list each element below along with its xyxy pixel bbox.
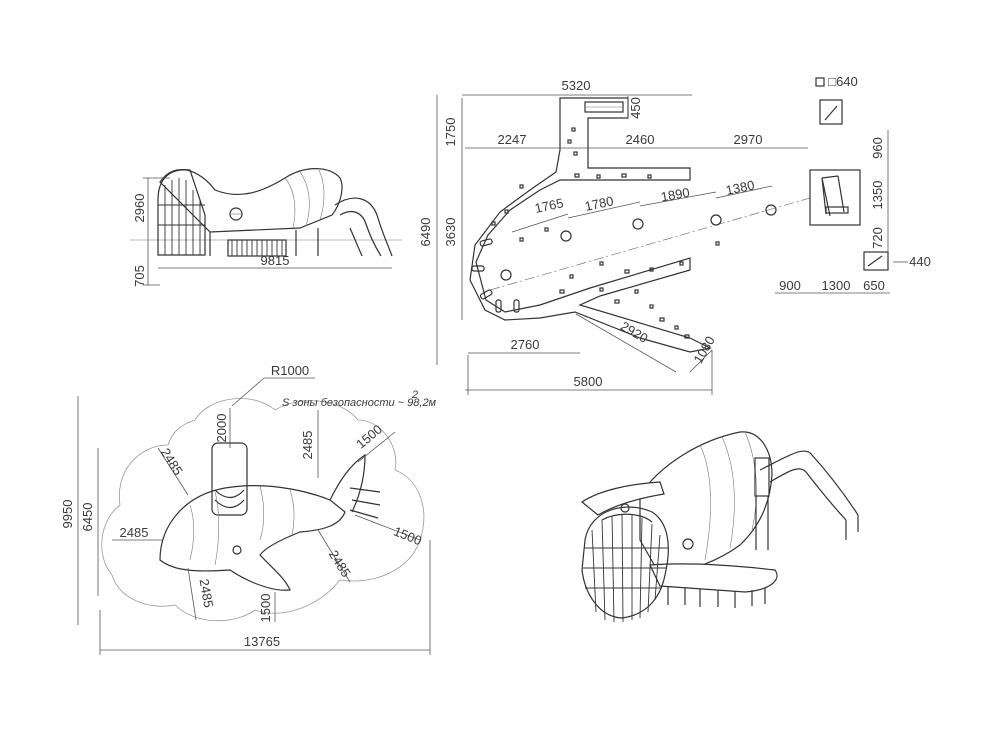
safety-inner-height-label: 6450 — [80, 503, 95, 532]
side-view: 2960 705 9815 — [130, 167, 402, 287]
plan-view: 5320 450 1750 6490 3630 2247 2460 2970 1… — [418, 78, 811, 395]
side-height-label: 2960 — [132, 194, 147, 223]
safety-d2485-left-upper-label: 2485 — [158, 445, 186, 477]
safety-d2485-bottom-label: 2485 — [197, 578, 217, 609]
detail-h1350-label: 1350 — [870, 181, 885, 210]
safety-d1500-bottom-label: 1500 — [258, 594, 273, 623]
plan-top-width-label: 5320 — [562, 78, 591, 93]
safety-d2485-right-lower-label: 2485 — [326, 547, 354, 579]
detail-h720-label: 720 — [870, 227, 885, 249]
plan-left-height-label: 1750 — [443, 118, 458, 147]
side-base-label: 705 — [132, 265, 147, 287]
plan-seg-2460-label: 2460 — [626, 132, 655, 147]
plan-seg-1080-label: 1080 — [690, 333, 717, 366]
plan-seg-1380-label: 1380 — [724, 177, 755, 198]
safety-total-width-label: 13765 — [244, 634, 280, 649]
safety-zone-view: R1000 S зоны безопасности ~ 98,2м 2 2000… — [60, 363, 437, 655]
safety-area-note: S зоны безопасности ~ 98,2м — [282, 397, 437, 409]
safety-d1500-top-label: 1500 — [353, 422, 385, 452]
safety-d2485-top-label: 2485 — [300, 431, 315, 460]
detail-w900-label: 900 — [779, 278, 801, 293]
side-length-label: 9815 — [261, 253, 290, 268]
detail-w650-label: 650 — [863, 278, 885, 293]
detail-w440-label: 440 — [909, 254, 931, 269]
safety-area-exponent: 2 — [411, 389, 418, 401]
detail-w1300-label: 1300 — [822, 278, 851, 293]
plan-seg-2760-label: 2760 — [511, 337, 540, 352]
safety-radius-label: R1000 — [271, 363, 309, 378]
detail-square-label: □640 — [828, 74, 858, 89]
detail-view: □640 960 1350 720 440 900 1300 650 — [775, 74, 931, 294]
detail-h960-label: 960 — [870, 137, 885, 159]
plan-seg-2247-label: 2247 — [498, 132, 527, 147]
plan-seg-1890-label: 1890 — [660, 185, 691, 205]
safety-d2485-left-label: 2485 — [120, 525, 149, 540]
plan-top-notch-label: 450 — [628, 97, 643, 119]
perspective-view — [580, 431, 859, 623]
plan-bottom-width-label: 5800 — [574, 374, 603, 389]
plan-mid-height-label: 3630 — [443, 218, 458, 247]
safety-d2000-label: 2000 — [214, 414, 229, 443]
safety-total-height-label: 9950 — [60, 500, 75, 529]
plan-seg-1765-label: 1765 — [533, 195, 564, 216]
safety-d1500-right-label: 1500 — [391, 523, 423, 548]
plan-total-height-label: 6490 — [418, 218, 433, 247]
plan-seg-2970-label: 2970 — [734, 132, 763, 147]
plan-seg-1780-label: 1780 — [583, 193, 614, 214]
plan-seg-2920-label: 2920 — [618, 318, 651, 345]
